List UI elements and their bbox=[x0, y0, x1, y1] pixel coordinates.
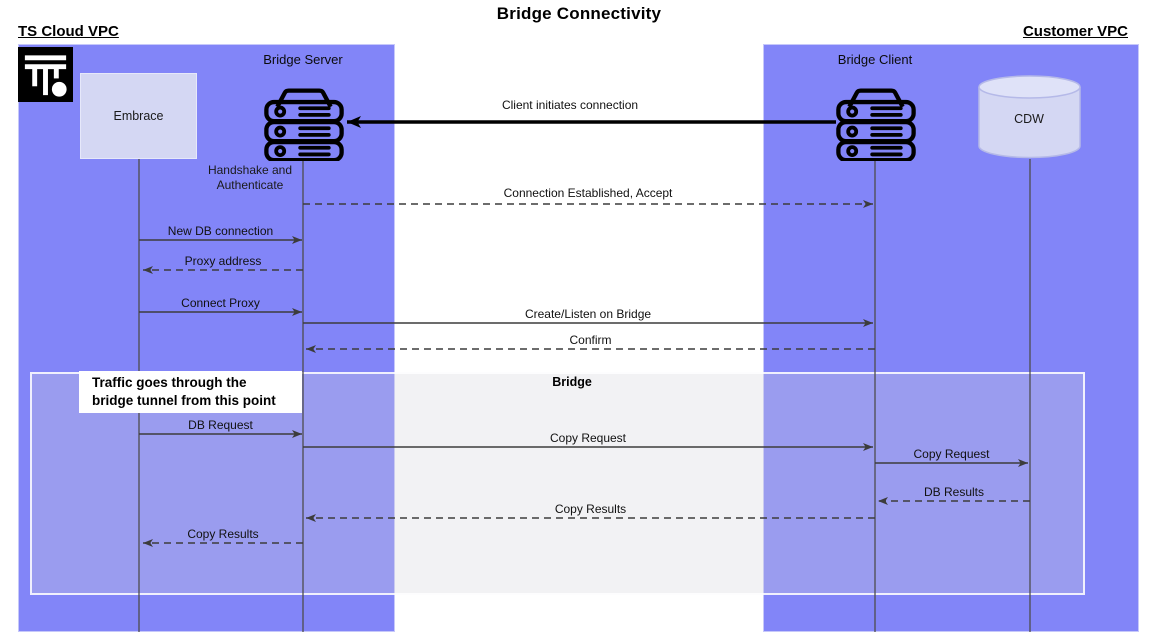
message-label: Create/Listen on Bridge bbox=[524, 307, 652, 321]
group-title-customer-vpc: Customer VPC bbox=[1022, 23, 1128, 40]
bridge-client-label: Bridge Client bbox=[837, 52, 913, 67]
thoughtspot-logo-icon bbox=[18, 47, 73, 102]
handshake-note: Handshake and Authenticate bbox=[207, 163, 293, 192]
bridge-server-label: Bridge Server bbox=[263, 52, 343, 67]
message-label: Confirm bbox=[569, 333, 612, 347]
cdw-database-icon bbox=[978, 75, 1081, 159]
message-label: Client initiates connection bbox=[501, 98, 639, 112]
bridge-server-icon bbox=[264, 88, 344, 161]
traffic-note: Traffic goes through the bridge tunnel f… bbox=[79, 371, 302, 413]
bridge-frame-label: Bridge bbox=[552, 375, 592, 389]
group-title-ts-cloud-vpc: TS Cloud VPC bbox=[18, 23, 119, 40]
cdw-label: CDW bbox=[1014, 112, 1044, 126]
embrace-label: Embrace bbox=[113, 109, 164, 123]
page-title: Bridge Connectivity bbox=[496, 4, 662, 23]
embrace-node: Embrace bbox=[80, 73, 197, 159]
message-label: Connection Established, Accept bbox=[503, 186, 673, 200]
bridge-client-icon bbox=[836, 88, 916, 161]
